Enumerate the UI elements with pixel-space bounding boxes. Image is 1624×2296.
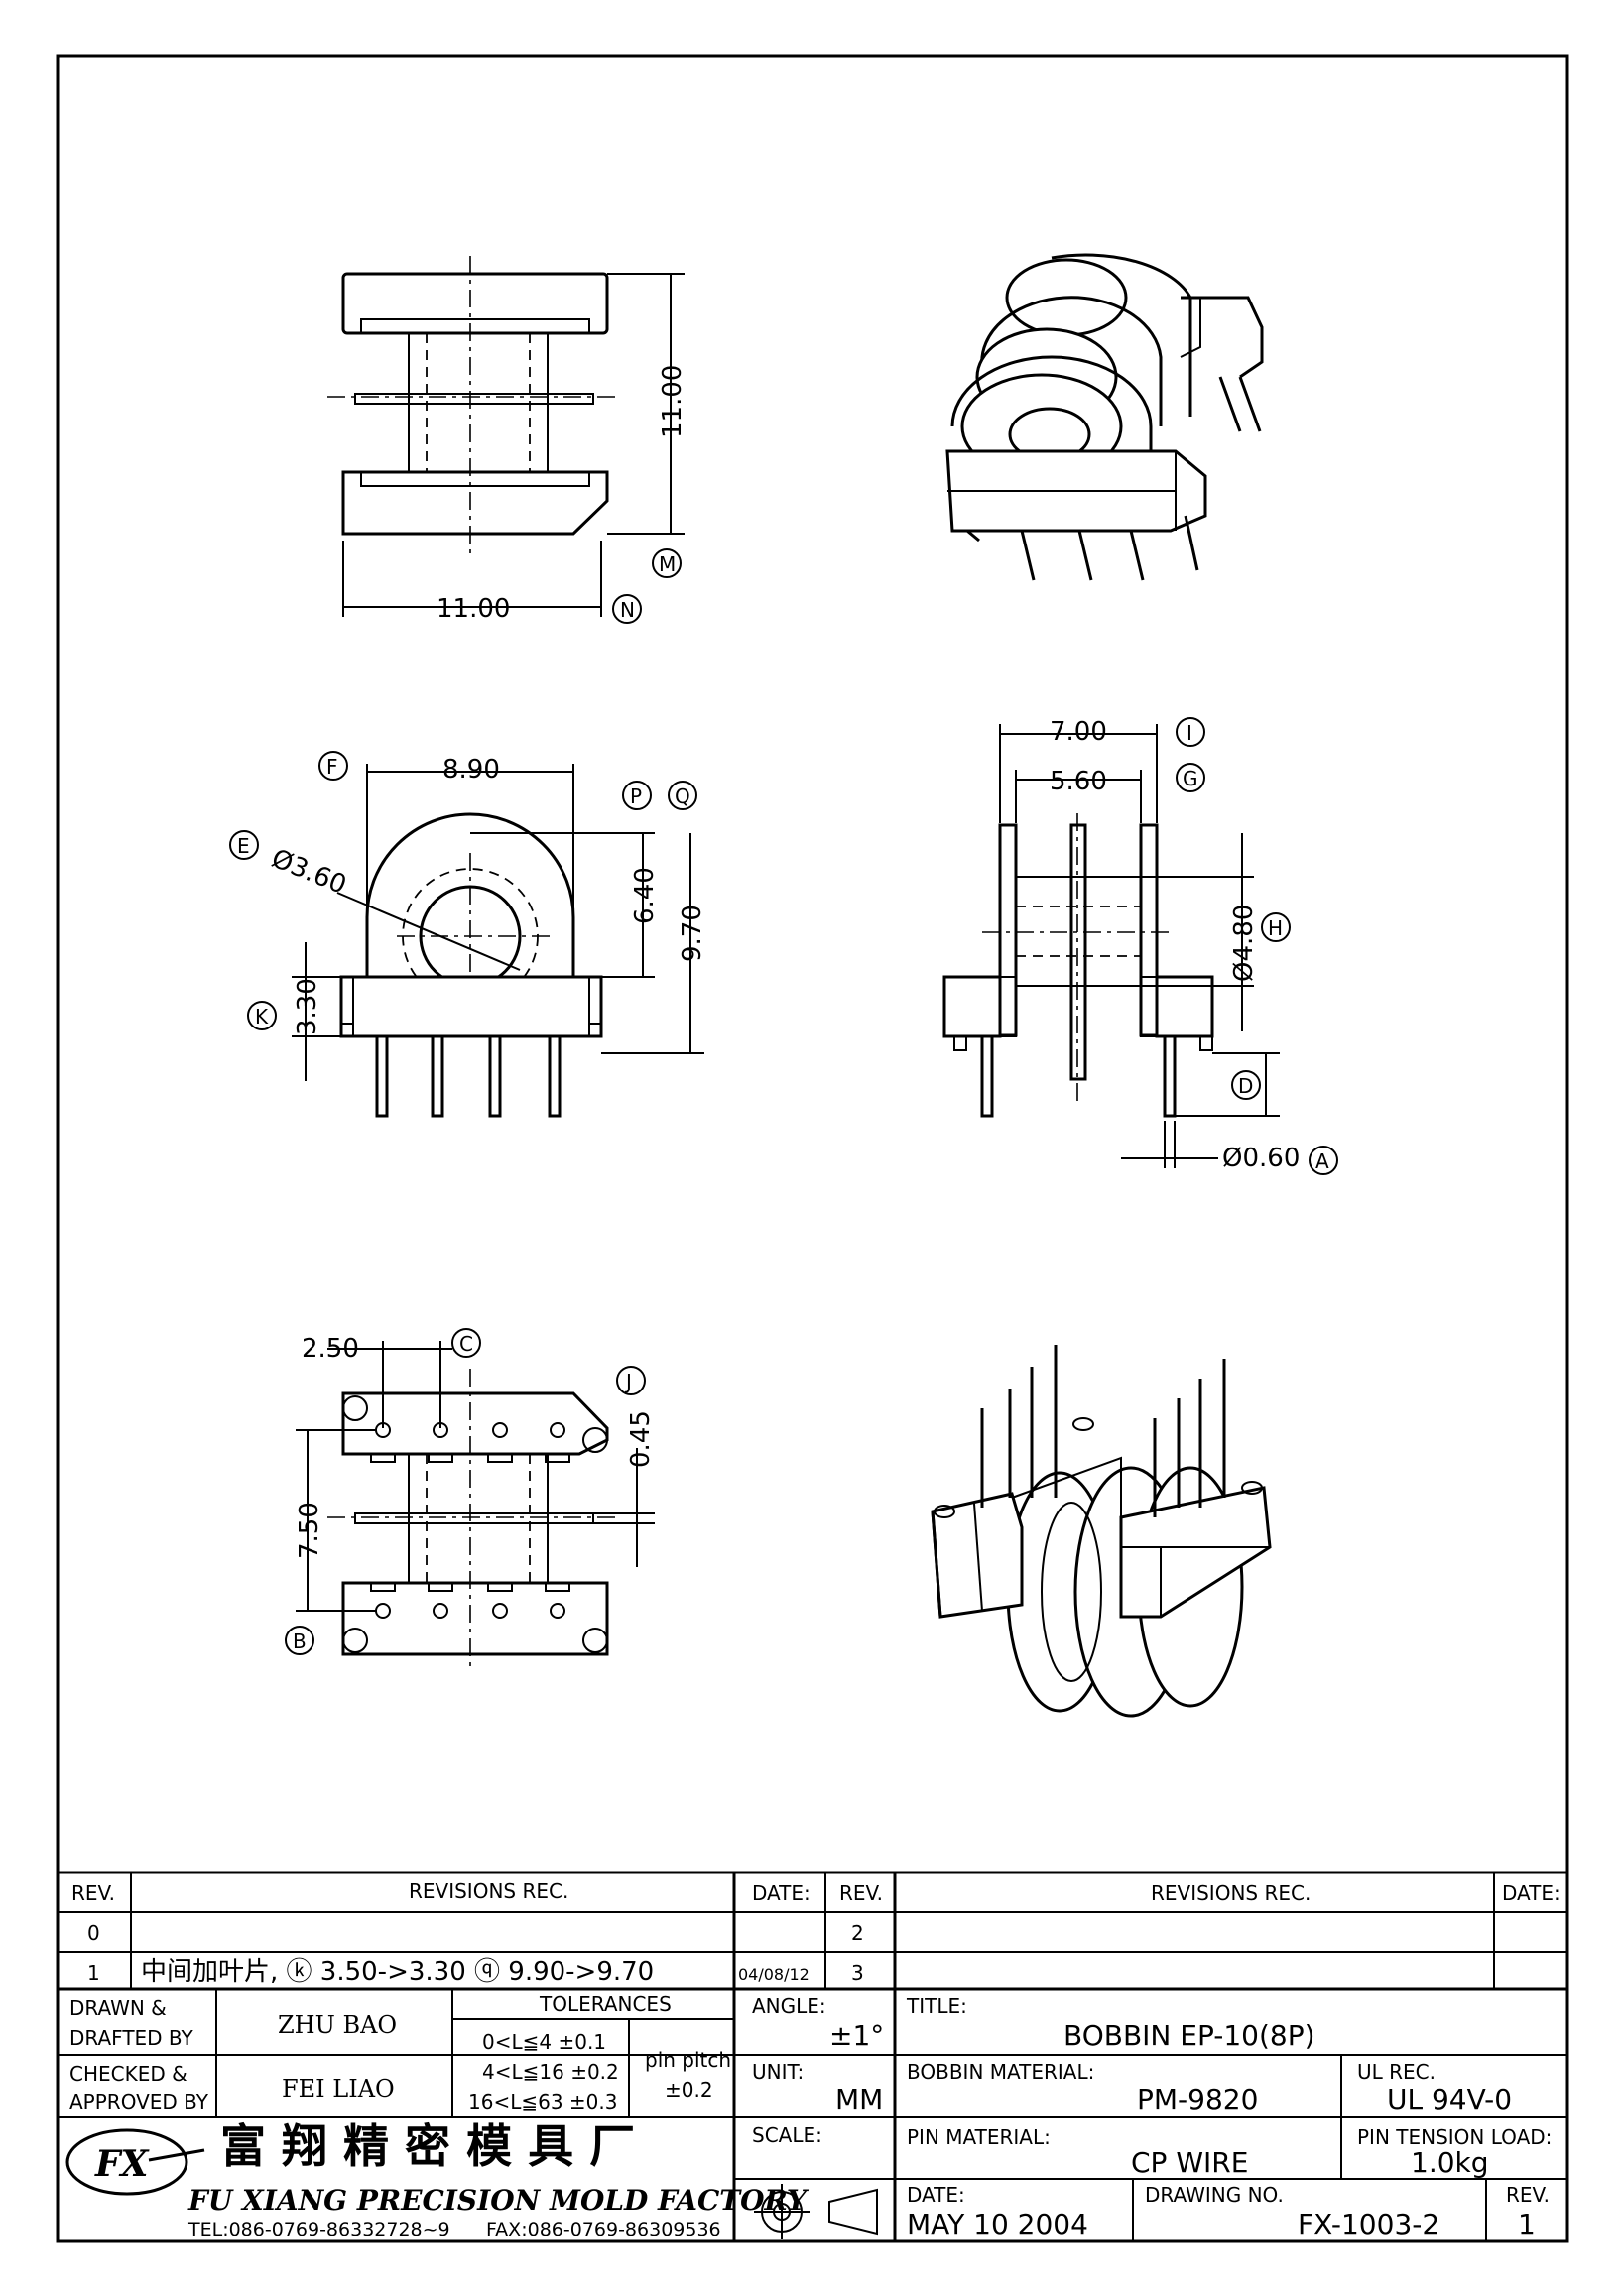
top-dim-width: 11.00 — [437, 594, 510, 624]
angle-value: ±1° — [829, 2019, 884, 2052]
projection-symbol — [754, 2184, 878, 2239]
top-dim-height: 11.00 — [658, 365, 687, 438]
balloon-q: Q — [675, 785, 690, 808]
isometric-view-top — [945, 253, 1264, 581]
pin-tension-value: 1.0kg — [1411, 2146, 1489, 2179]
side-dim-dia-480: Ø4.80 — [1229, 905, 1259, 982]
company-tel: TEL:086-0769-86332728~9 — [187, 2219, 450, 2240]
bottom-dim-750: 7.50 — [295, 1502, 324, 1559]
title-block: REV. REVISIONS REC. DATE: REV. REVISIONS… — [58, 1871, 1567, 2241]
drawn-name: ZHU BAO — [278, 2011, 397, 2039]
balloon-g: G — [1183, 767, 1198, 790]
date-header-left: DATE: — [752, 1881, 811, 1905]
balloon-j: J — [624, 1370, 632, 1393]
rev-row-3: 3 — [851, 1961, 864, 1985]
bobbin-material-label: BOBBIN MATERIAL: — [907, 2060, 1094, 2084]
drawing-no-value: FX-1003-2 — [1298, 2208, 1439, 2240]
drawn-label-2: DRAFTED BY — [69, 2026, 194, 2050]
tolerances-label: TOLERANCES — [539, 1993, 672, 2016]
isometric-view-bottom — [931, 1345, 1272, 1718]
drawn-label-1: DRAWN & — [69, 1996, 167, 2020]
rev-label: REV. — [1506, 2183, 1550, 2207]
rev-row-1-date: 04/08/12 — [738, 1965, 810, 1984]
unit-value: MM — [835, 2083, 883, 2115]
ul-value: UL 94V-0 — [1387, 2083, 1512, 2115]
bottom-view: 2.50 7.50 0.45 C J B — [285, 1328, 656, 1666]
balloon-k: K — [255, 1005, 269, 1028]
balloon-p: P — [630, 785, 642, 808]
checked-name: FEI LIAO — [282, 2075, 395, 2103]
scale-label: SCALE: — [752, 2123, 822, 2147]
checked-label-2: APPROVED BY — [69, 2090, 209, 2114]
balloon-i: I — [1187, 721, 1192, 745]
pin-pitch-label: pin pitch — [645, 2048, 731, 2072]
date-value: MAY 10 2004 — [907, 2208, 1088, 2240]
side-dim-560: 5.60 — [1050, 767, 1107, 796]
balloon-b: B — [293, 1630, 307, 1653]
balloon-a: A — [1315, 1149, 1329, 1173]
balloon-m: M — [659, 552, 676, 576]
date-label: DATE: — [907, 2183, 965, 2207]
bottom-dim-250: 2.50 — [302, 1334, 359, 1364]
rev-value: 1 — [1518, 2208, 1536, 2240]
balloon-e: E — [237, 834, 250, 858]
logo-text: FX — [94, 2143, 151, 2185]
balloon-n: N — [620, 598, 635, 622]
front-dim-width: 8.90 — [442, 755, 500, 785]
bottom-dim-045: 0.45 — [626, 1410, 656, 1468]
front-dim-970: 9.70 — [678, 905, 707, 962]
drawing-no-label: DRAWING NO. — [1145, 2183, 1284, 2207]
side-dim-700: 7.00 — [1050, 717, 1107, 747]
ul-label: UL REC. — [1357, 2060, 1436, 2084]
rev-row-1-text: 中间加叶片, ⓚ 3.50->3.30 ⓠ 9.90->9.70 — [141, 1957, 654, 1987]
front-dim-640: 6.40 — [630, 867, 660, 924]
tol-2: 4<L≦16 ±0.2 — [482, 2060, 619, 2084]
bobbin-material-value: PM-9820 — [1137, 2083, 1258, 2115]
pin-material-value: CP WIRE — [1131, 2146, 1248, 2179]
tol-3: 16<L≦63 ±0.3 — [468, 2090, 617, 2114]
side-view: 7.00 5.60 Ø4.80 Ø0.60 I G H D A — [942, 717, 1338, 1175]
pin-pitch-value: ±0.2 — [665, 2078, 713, 2102]
top-view: 11.00 11.00 M N — [327, 256, 687, 624]
title-value: BOBBIN EP-10(8P) — [1063, 2019, 1315, 2052]
balloon-c: C — [459, 1332, 473, 1356]
tol-1: 0<L≦4 ±0.1 — [482, 2030, 606, 2054]
checked-label-1: CHECKED & — [69, 2062, 187, 2086]
title-label: TITLE: — [906, 1994, 967, 2018]
rev-row-0: 0 — [87, 1921, 100, 1945]
front-dim-330: 3.30 — [293, 978, 322, 1035]
revisions-header-left: REVISIONS REC. — [409, 1879, 568, 1903]
balloon-f: F — [326, 755, 338, 779]
pin-tension-label: PIN TENSION LOAD: — [1357, 2125, 1552, 2149]
rev-row-1: 1 — [87, 1961, 100, 1985]
pin-material-label: PIN MATERIAL: — [907, 2125, 1051, 2149]
unit-label: UNIT: — [752, 2060, 804, 2084]
company-logo: FX — [65, 2128, 205, 2196]
balloon-d: D — [1238, 1074, 1253, 1098]
date-header-right: DATE: — [1502, 1881, 1561, 1905]
angle-label: ANGLE: — [752, 1994, 826, 2018]
company-name-cn: 富 翔 精 密 模 具 厂 — [220, 2119, 635, 2173]
company-name-en: FU XIANG PRECISION MOLD FACTORY — [187, 2184, 810, 2217]
balloon-h: H — [1268, 916, 1283, 940]
rev-header-right: REV. — [839, 1881, 883, 1905]
company-fax: FAX:086-0769-86309536 — [486, 2219, 721, 2240]
rev-row-2: 2 — [851, 1921, 864, 1945]
revisions-header-right: REVISIONS REC. — [1151, 1881, 1311, 1905]
side-dim-dia-060: Ø0.60 — [1222, 1144, 1300, 1173]
rev-header-left: REV. — [71, 1881, 115, 1905]
sheet-border — [56, 54, 1569, 2243]
